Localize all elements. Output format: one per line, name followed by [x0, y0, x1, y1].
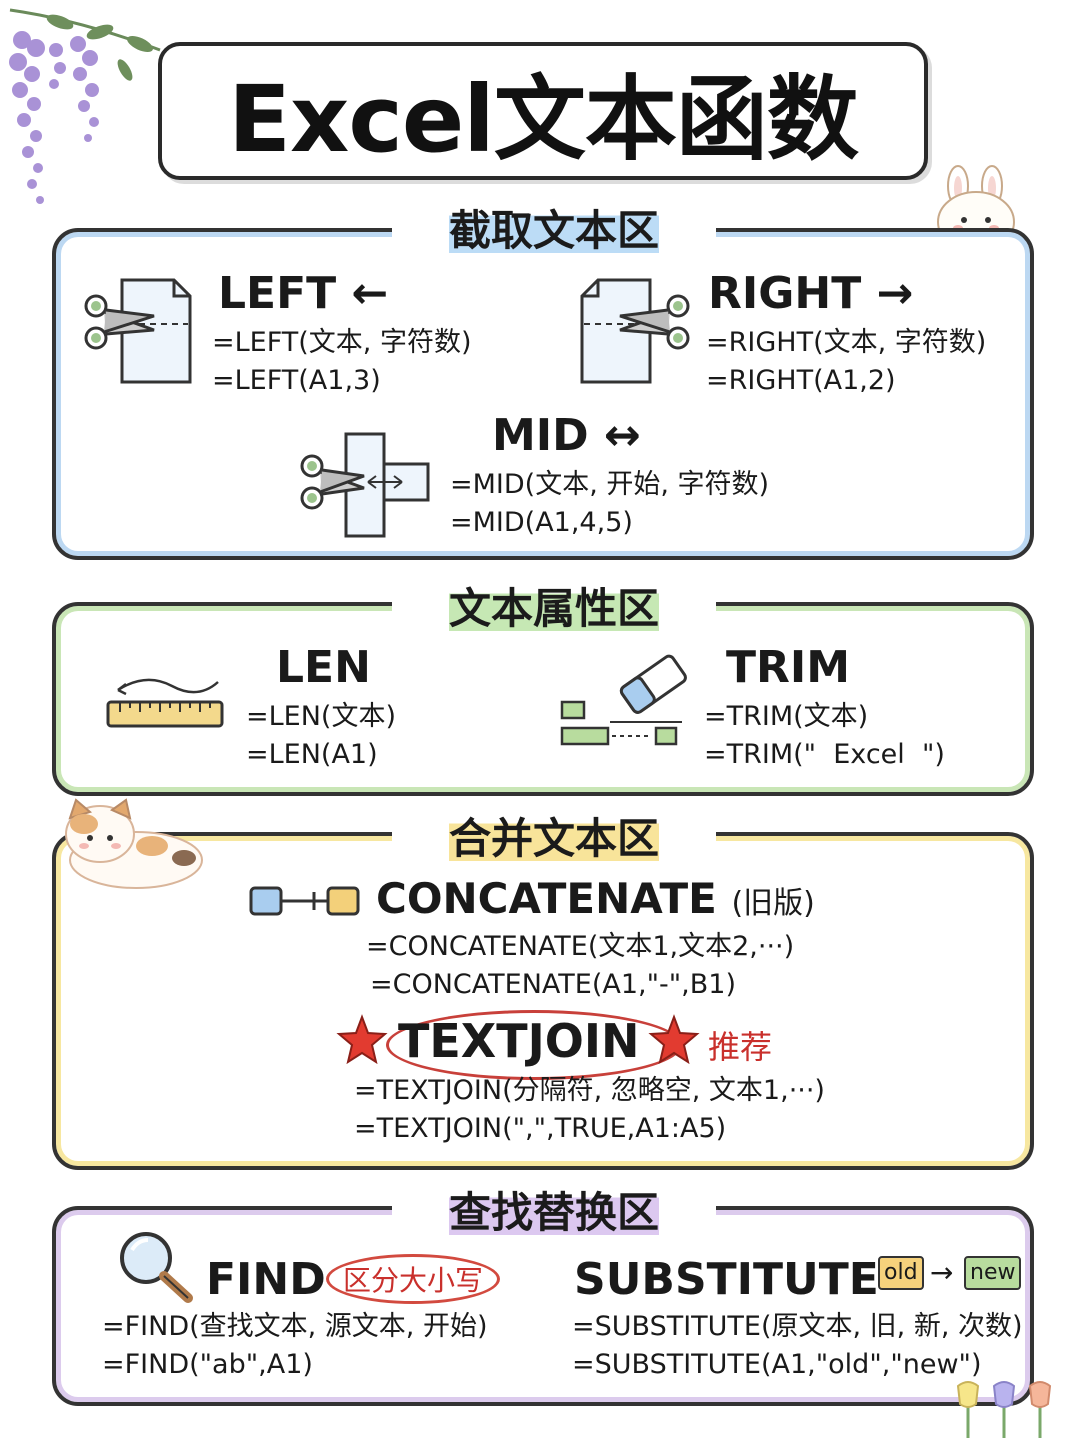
- attribute-section-title: 文本属性区: [448, 574, 659, 636]
- textjoin-function-name: TEXTJOIN: [398, 1014, 640, 1068]
- old-label-box: old: [878, 1256, 924, 1290]
- replace-arrow-icon: →: [930, 1256, 954, 1289]
- concatenate-example: =CONCATENATE(A1,"-",B1): [370, 969, 736, 1000]
- left-name: LEFT: [218, 268, 337, 319]
- merge-section-header: 合并文本区: [392, 804, 716, 866]
- trim-function-name: TRIM: [726, 642, 851, 693]
- merge-section-title: 合并文本区: [448, 804, 659, 866]
- concatenate-name: CONCATENATE: [376, 874, 717, 923]
- right-example: =RIGHT(A1,2): [706, 365, 896, 396]
- extract-section-header: 截取文本区: [392, 196, 716, 258]
- left-arrow-icon: ←: [351, 268, 389, 319]
- page-title: Excel文本函数: [228, 65, 859, 173]
- tulips-decoration-icon: [956, 1381, 1052, 1438]
- right-syntax: =RIGHT(文本, 字符数): [706, 327, 987, 358]
- cat-decoration-icon: [65, 798, 203, 889]
- find-syntax: =FIND(查找文本, 源文本, 开始): [102, 1311, 488, 1342]
- extract-section: [52, 228, 1034, 560]
- substitute-syntax: =SUBSTITUTE(原文本, 旧, 新, 次数): [572, 1311, 1023, 1342]
- link-blocks-icon: [249, 886, 360, 916]
- substitute-function-name: SUBSTITUTE: [574, 1254, 879, 1305]
- scissors-cut-middle-icon: [300, 432, 430, 538]
- mid-function-name: MID ↔: [492, 410, 641, 461]
- mid-arrow-icon: ↔: [604, 410, 641, 461]
- substitute-example: =SUBSTITUTE(A1,"old","new"): [572, 1349, 982, 1380]
- wisteria-decoration-icon: [9, 8, 161, 204]
- new-label-box: new: [964, 1256, 1022, 1290]
- right-function-name: RIGHT →: [708, 268, 913, 319]
- find-replace-section: [52, 1206, 1034, 1406]
- len-function-name: LEN: [276, 642, 371, 693]
- find-function-name: FIND: [206, 1254, 326, 1305]
- len-syntax: =LEN(文本): [246, 701, 396, 732]
- left-function-name: LEFT ←: [218, 268, 388, 319]
- magnifier-icon: [120, 1232, 193, 1303]
- attribute-section-header: 文本属性区: [392, 574, 716, 636]
- find-example: =FIND("ab",A1): [102, 1349, 313, 1380]
- case-sensitive-tag: 区分大小写: [326, 1254, 501, 1304]
- textjoin-recommended-badge: 推荐: [708, 1028, 773, 1066]
- right-name: RIGHT: [708, 268, 862, 319]
- concatenate-legacy-note: (旧版): [731, 886, 815, 921]
- textjoin-syntax: =TEXTJOIN(分隔符, 忽略空, 文本1,···): [354, 1075, 825, 1106]
- extract-section-title: 截取文本区: [448, 196, 659, 258]
- title-frame: [158, 42, 928, 180]
- star-left-icon: [336, 1014, 388, 1065]
- concatenate-syntax: =CONCATENATE(文本1,文本2,···): [366, 931, 795, 962]
- scissors-cut-left-icon: [84, 278, 192, 384]
- right-arrow-icon: →: [876, 268, 914, 319]
- textjoin-example: =TEXTJOIN(",",TRUE,A1:A5): [354, 1113, 727, 1144]
- mid-example: =MID(A1,4,5): [450, 507, 633, 538]
- ruler-icon: [106, 678, 224, 728]
- find-replace-section-header: 查找替换区: [392, 1178, 716, 1240]
- len-example: =LEN(A1): [246, 739, 378, 770]
- mid-name: MID: [492, 410, 589, 461]
- left-syntax: =LEFT(文本, 字符数): [212, 327, 472, 358]
- trim-syntax: =TRIM(文本): [704, 701, 869, 732]
- scissors-cut-right-icon: [580, 278, 690, 384]
- left-example: =LEFT(A1,3): [212, 365, 381, 396]
- merge-section: [52, 832, 1034, 1170]
- concatenate-function-name: CONCATENATE (旧版): [376, 874, 815, 923]
- star-right-icon: [648, 1014, 700, 1065]
- mid-syntax: =MID(文本, 开始, 字符数): [450, 469, 770, 500]
- eraser-icon: [560, 654, 687, 746]
- find-replace-section-title: 查找替换区: [448, 1178, 659, 1240]
- trim-example: =TRIM(" Excel "): [704, 739, 945, 770]
